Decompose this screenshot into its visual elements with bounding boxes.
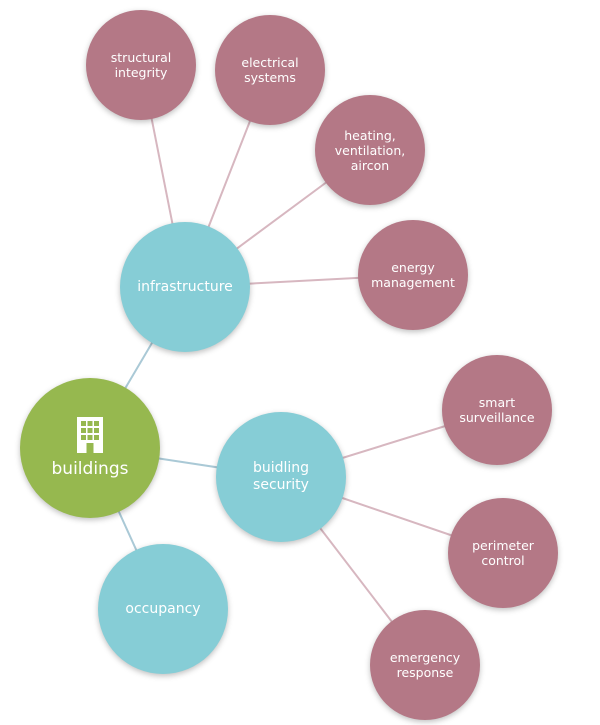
node-label-infrastructure: infrastructure xyxy=(137,278,233,295)
node-label-buildings: buildings xyxy=(51,458,129,479)
node-emergency-response: emergency response xyxy=(370,610,480,720)
node-building-security: buidling security xyxy=(216,412,346,542)
node-label-occupancy: occupancy xyxy=(125,600,201,617)
node-perimeter-control: perimeter control xyxy=(448,498,558,608)
node-infrastructure: infrastructure xyxy=(120,222,250,352)
node-electrical-systems: electrical systems xyxy=(215,15,325,125)
node-label-building-security: buidling security xyxy=(252,460,310,493)
node-label-energy-management: energy management xyxy=(371,260,455,290)
node-label-emergency-response: emergency response xyxy=(389,650,461,680)
node-occupancy: occupancy xyxy=(98,544,228,674)
node-structural-integrity: structural integrity xyxy=(86,10,196,120)
node-energy-management: energy management xyxy=(358,220,468,330)
node-label-smart-surveillance: smart surveillance xyxy=(459,395,535,425)
node-label-structural-integrity: structural integrity xyxy=(110,50,172,80)
node-label-hvac: heating, ventilation, aircon xyxy=(334,127,406,173)
node-hvac: heating, ventilation, aircon xyxy=(315,95,425,205)
node-label-electrical-systems: electrical systems xyxy=(241,55,299,85)
node-buildings: buildings xyxy=(20,378,160,518)
node-label-perimeter-control: perimeter control xyxy=(472,538,534,568)
node-smart-surveillance: smart surveillance xyxy=(442,355,552,465)
building-icon xyxy=(77,416,103,453)
